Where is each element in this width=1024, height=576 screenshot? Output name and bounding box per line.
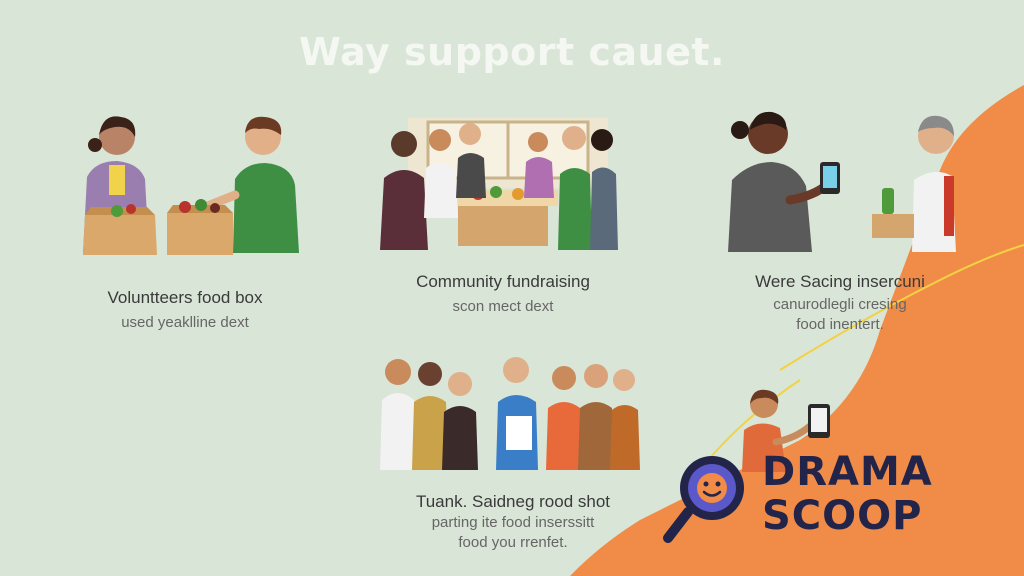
brand-line1: DRAMA [762,449,933,495]
panel-caption: Tuank. Saidneg rood shot [415,492,611,511]
panel-subcaption: canurodlegli cresing [773,296,907,313]
panel-caption: Community fundraising [416,272,590,291]
panel-caption: Voluntteers food box [107,288,263,307]
panel-caption: Were Sacing insercuni [755,272,925,291]
panel-subcaption: used yeaklline dext [121,314,249,331]
community-illustration [380,118,618,250]
panel-subcaption: parting ite food inserssitt [431,514,595,531]
panel-subcaption: food you rrenfet. [458,534,568,551]
page-title: Way support cauet. [299,30,725,74]
magnifier-icon [663,456,744,543]
brand-line2: SCOOP [762,493,923,539]
drama-scoop-logo: DRAMA SCOOP [660,440,960,550]
panel-subcaption: scon mect dext [452,298,554,315]
volunteers-illustration [83,116,299,255]
panel-subcaption: food inentert. [796,316,884,333]
group-illustration [380,357,640,470]
phone-illustration [728,111,956,252]
woman-phone-illustration [742,389,830,472]
